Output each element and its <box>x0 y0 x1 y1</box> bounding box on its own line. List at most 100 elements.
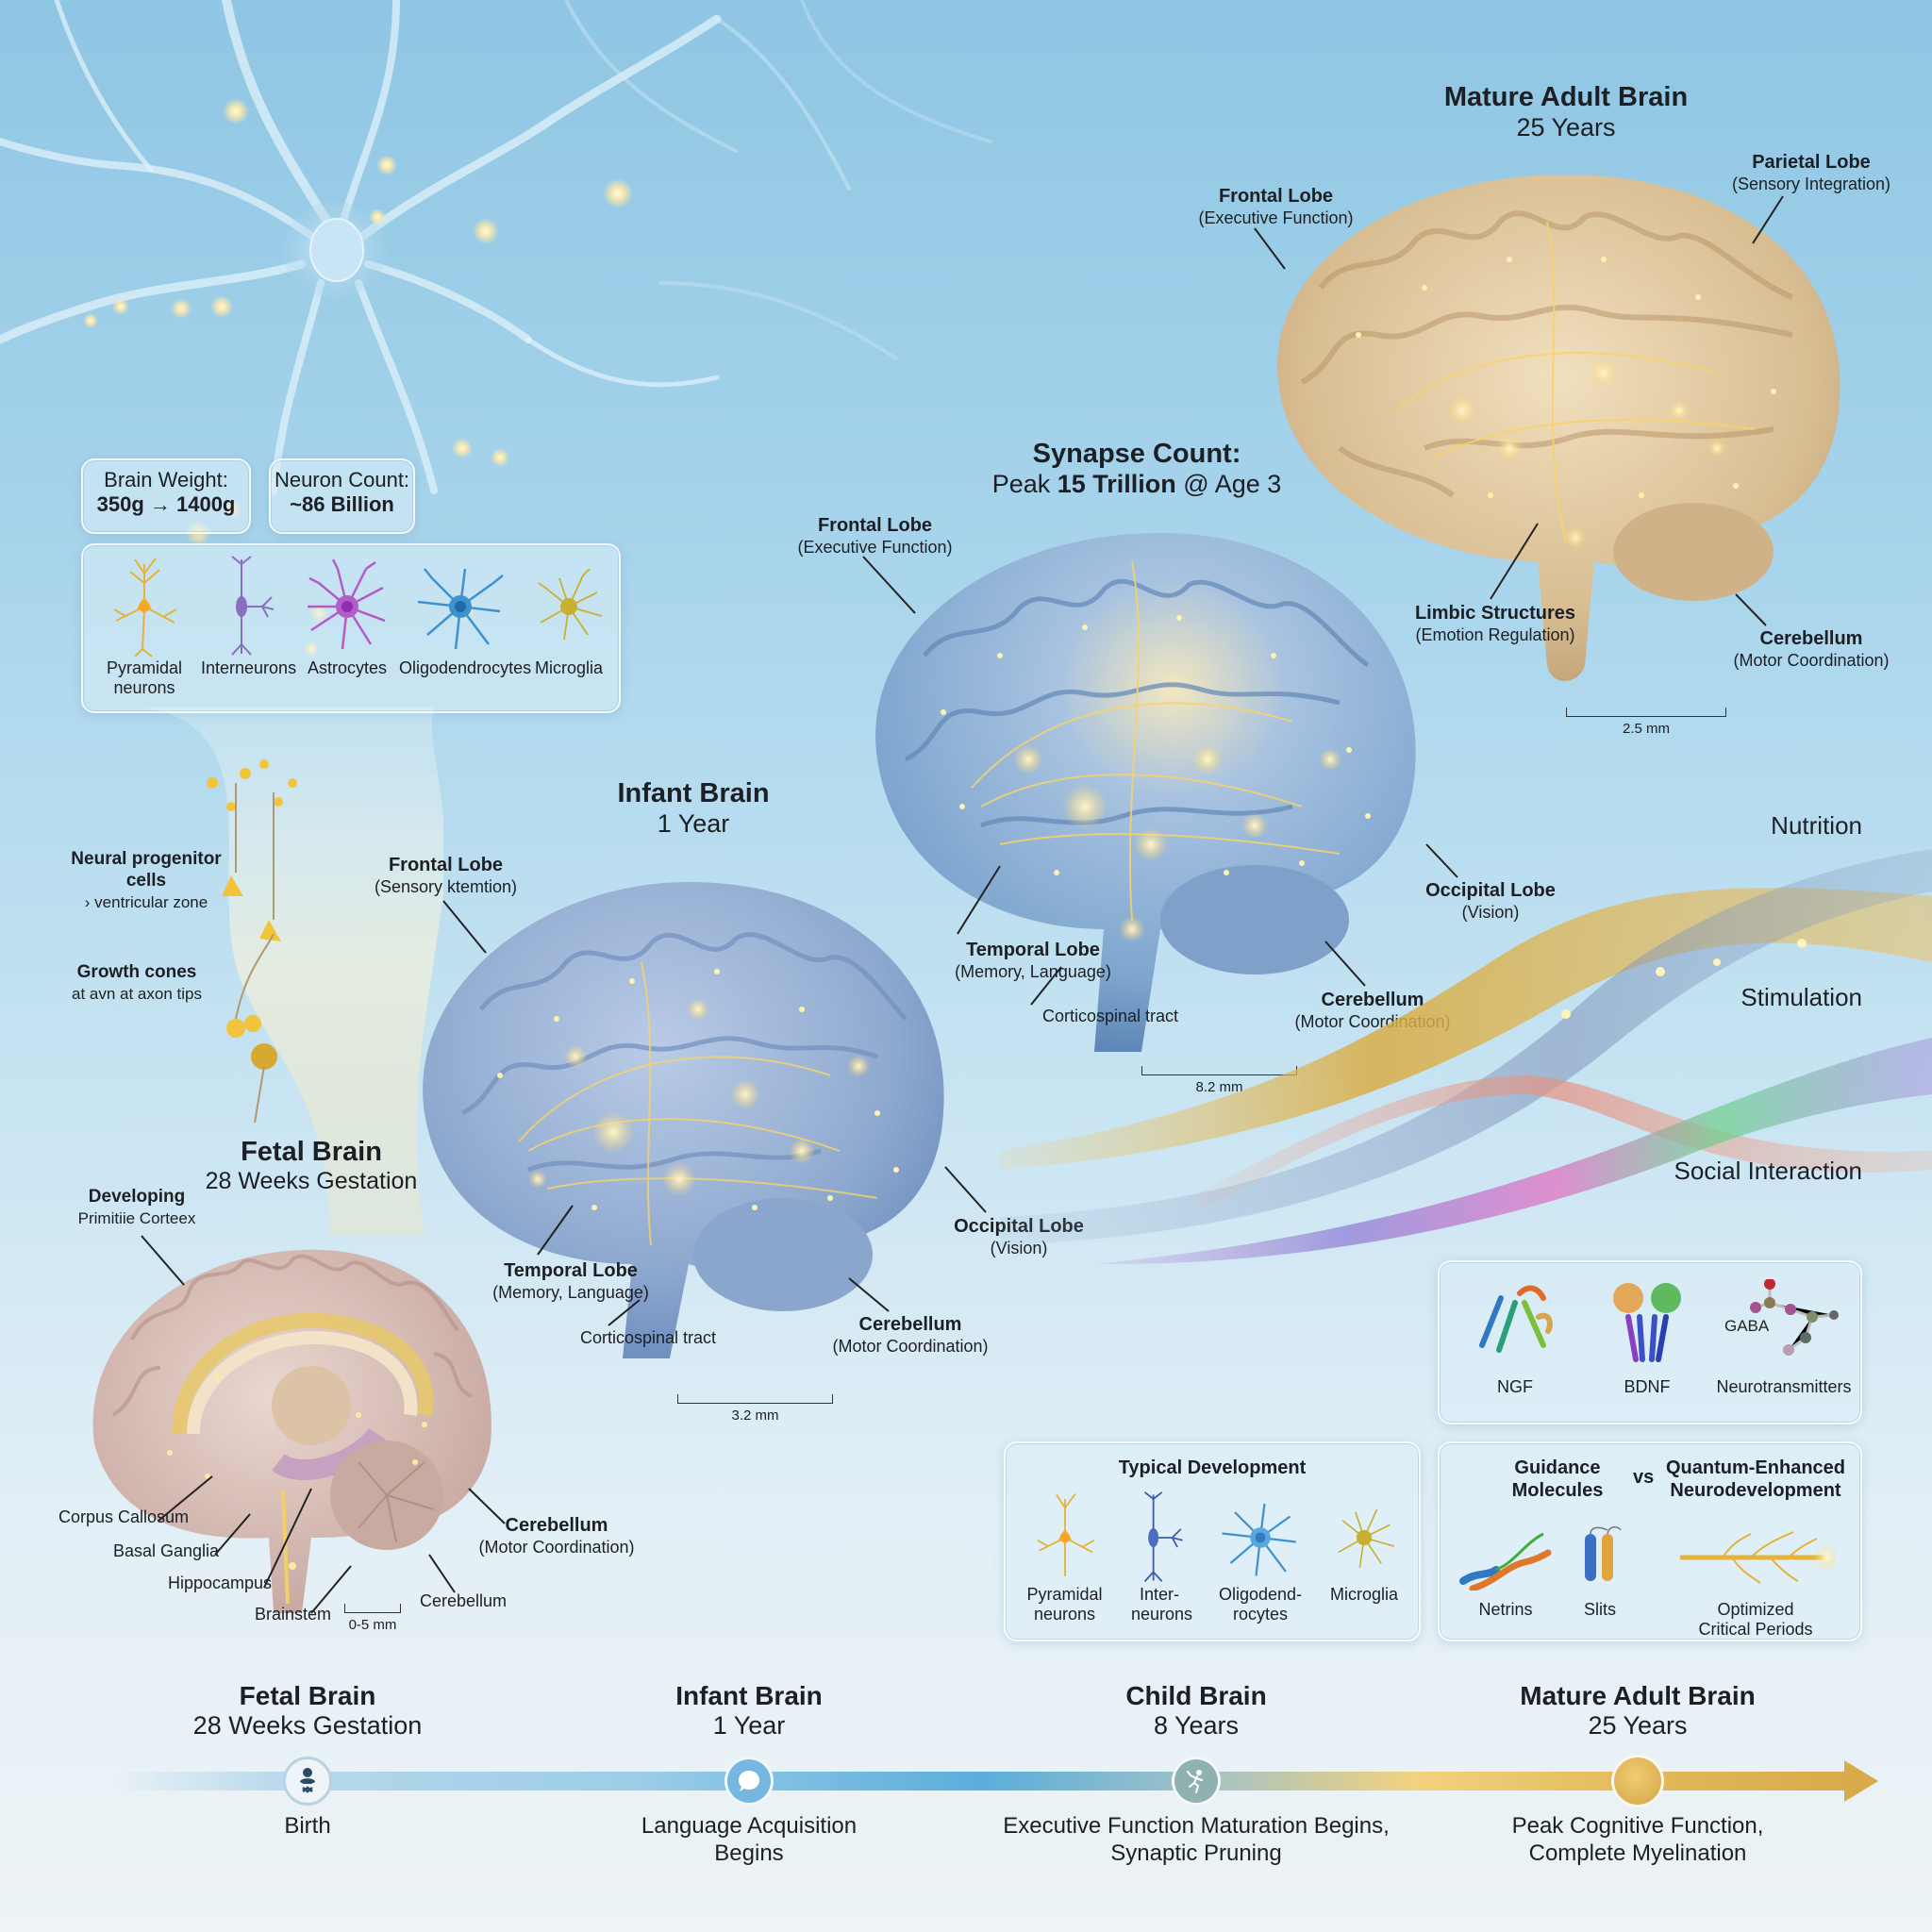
growth-cones-label: Growth cones at avn at axon tips <box>71 962 203 1004</box>
fetal-brainstem-label: Brainstem <box>255 1605 332 1624</box>
influence-label-stimulation: Stimulation <box>1740 983 1862 1011</box>
typical-cell-label: Pyramidal neurons <box>1026 1585 1103 1624</box>
synapse-count-number: 15 Trillion <box>1057 470 1176 499</box>
timeline-stage-child: Child Brain 8 Years <box>1055 1681 1338 1740</box>
adult-parietal-sub: (Sensory Integration) <box>1731 175 1891 193</box>
child-temporal-label: Temporal Lobe (Memory, Language) <box>953 939 1113 983</box>
infant-frontal-bold: Frontal Lobe <box>388 855 504 875</box>
cell-type-oligodendrocyte: Oligodendrocytes <box>399 555 532 678</box>
typical-cell-label: Oligodend- rocytes <box>1218 1585 1303 1624</box>
growth-cones-sub: at avn at axon tips <box>72 984 202 1003</box>
timeline-node-language[interactable] <box>724 1757 774 1806</box>
child-occipital-sub: (Vision) <box>1461 903 1520 922</box>
cell-type-label: Oligodendrocytes <box>399 658 532 677</box>
influence-ribbons <box>1000 849 1932 1264</box>
oligodendrocyte-icon <box>417 568 504 650</box>
infant-brain-subtitle: 1 Year <box>657 809 730 839</box>
cell-types-panel: Pyramidal neurons Interneurons Astrocyte… <box>81 543 621 713</box>
infant-brain-illustration <box>423 882 944 1358</box>
timeline-stage-title: Fetal Brain <box>239 1681 376 1710</box>
timeline-stage-adult: Mature Adult Brain 25 Years <box>1496 1681 1779 1740</box>
fetal-hippocampus-label: Hippocampus <box>168 1574 273 1592</box>
adult-cerebellum-label: Cerebellum (Motor Coordination) <box>1726 627 1896 672</box>
neuron-count-value: ~86 Billion <box>290 492 394 516</box>
timeline-stage-subtitle: 28 Weeks Gestation <box>192 1711 423 1740</box>
adult-brain-heading: Mature Adult Brain 25 Years <box>1415 82 1717 143</box>
molecule-label: Neurotransmitters <box>1716 1377 1852 1396</box>
influence-label-nutrition: Nutrition <box>1771 811 1862 840</box>
infant-temporal-bold: Temporal Lobe <box>504 1260 638 1281</box>
neural-progenitor-sub: › ventricular zone <box>84 892 208 911</box>
adult-cerebellum-bold: Cerebellum <box>1759 628 1863 649</box>
adult-parietal-bold: Parietal Lobe <box>1752 152 1871 173</box>
adult-frontal-sub: (Executive Function) <box>1198 208 1354 227</box>
child-frontal-label: Frontal Lobe (Executive Function) <box>792 514 958 558</box>
synapse-count-suffix: @ Age 3 <box>1175 470 1282 499</box>
child-occipital-bold: Occipital Lobe <box>1425 880 1556 901</box>
guidance-label: Slits <box>1583 1600 1616 1619</box>
adult-cerebellum-sub: (Motor Coordination) <box>1733 651 1890 670</box>
gaba-annotation: GABA <box>1724 1317 1770 1335</box>
synapse-count-value: Peak 15 Trillion @ Age 3 <box>972 469 1302 499</box>
timeline-node-birth[interactable] <box>283 1757 332 1806</box>
netrins-icon <box>1459 1532 1552 1591</box>
timeline-milestone-peak: Peak Cognitive Function, Complete Myelin… <box>1511 1813 1764 1866</box>
microglia-icon <box>538 568 603 641</box>
adult-brain-illustration <box>1276 175 1840 681</box>
quantum-label: Optimized Critical Periods <box>1698 1600 1813 1639</box>
fetal-brain-heading: Fetal Brain 28 Weeks Gestation <box>170 1137 453 1195</box>
adult-brain-subtitle: 25 Years <box>1516 113 1616 142</box>
neuron-count-label: Neuron Count: <box>274 468 410 491</box>
timeline-node-adult[interactable] <box>1611 1755 1664 1807</box>
molecule-neurotransmitters: GABA Neurotransmitters <box>1713 1279 1855 1397</box>
infant-corticospinal-label: Corticospinal tract <box>580 1328 717 1347</box>
fetal-corpus-callosum-label: Corpus Callosum <box>58 1507 190 1526</box>
background-neuron-illustration <box>0 0 992 658</box>
infant-brain-heading: Infant Brain 1 Year <box>557 778 830 840</box>
timeline-stage-subtitle: 1 Year <box>712 1711 786 1740</box>
typical-development-title: Typical Development <box>1118 1457 1307 1478</box>
timeline-bar <box>113 1772 1849 1790</box>
cell-type-label: Astrocytes <box>307 658 388 677</box>
child-scale-value: 8.2 mm <box>1195 1079 1243 1095</box>
timeline-stage-infant: Infant Brain 1 Year <box>608 1681 891 1740</box>
running-child-icon <box>1187 1770 1203 1793</box>
timeline-stage-title: Child Brain <box>1125 1681 1267 1710</box>
fetal-scale-value: 0-5 mm <box>348 1617 397 1633</box>
fetal-brain-subtitle: 28 Weeks Gestation <box>205 1168 418 1195</box>
speech-bubble-icon <box>739 1771 759 1791</box>
quantum-enhanced-title: Quantum-Enhanced Neurodevelopment <box>1665 1457 1845 1501</box>
fetal-basal-ganglia-label: Basal Ganglia <box>113 1541 220 1560</box>
timeline-stage-subtitle: 25 Years <box>1588 1711 1688 1740</box>
guidance-molecules-title: Guidance Molecules <box>1511 1457 1604 1501</box>
molecule-bdnf: BDNF <box>1586 1279 1708 1397</box>
infant-scale-bar: 3.2 mm <box>677 1394 833 1424</box>
vs-label: vs <box>1633 1467 1655 1488</box>
infant-temporal-label: Temporal Lobe (Memory, Language) <box>491 1259 651 1304</box>
molecule-label: NGF <box>1497 1377 1533 1396</box>
fetal-brain-illustration <box>92 1249 491 1613</box>
child-brain-heading: Synapse Count: Peak 15 Trillion @ Age 3 <box>972 439 1302 500</box>
timeline-node-child[interactable] <box>1172 1757 1221 1806</box>
child-cerebellum-bold: Cerebellum <box>1321 990 1424 1010</box>
child-brain-illustration <box>875 533 1416 1052</box>
child-temporal-sub: (Memory, Language) <box>955 962 1111 981</box>
fetal-cerebellum-small-label: Cerebellum <box>420 1591 508 1610</box>
timeline-stage-subtitle: 8 Years <box>1153 1711 1240 1740</box>
infant-cerebellum-label: Cerebellum (Motor Coordination) <box>830 1313 991 1357</box>
typical-microglia: Microglia <box>1317 1491 1411 1605</box>
ngf-protein-icon <box>1479 1285 1553 1353</box>
guidance-netrins: Netrins <box>1454 1524 1557 1620</box>
adult-brain-title: Mature Adult Brain <box>1443 82 1689 112</box>
growth-factors-panel: NGF BDNF GABA Neurotransmitters <box>1438 1260 1862 1424</box>
timeline-milestone-language: Language Acquisition Begins <box>641 1813 858 1866</box>
synapse-count-title: Synapse Count: <box>1032 439 1241 469</box>
pyramidal-neuron-icon <box>1036 1493 1094 1576</box>
infant-scale-value: 3.2 mm <box>731 1407 779 1424</box>
cell-type-label: Microglia <box>534 658 604 677</box>
stimulation-ribbon <box>1000 849 1932 1245</box>
cell-type-pyramidal: Pyramidal neurons <box>92 555 196 697</box>
child-frontal-sub: (Executive Function) <box>797 538 953 557</box>
cell-type-microglia: Microglia <box>522 555 616 678</box>
